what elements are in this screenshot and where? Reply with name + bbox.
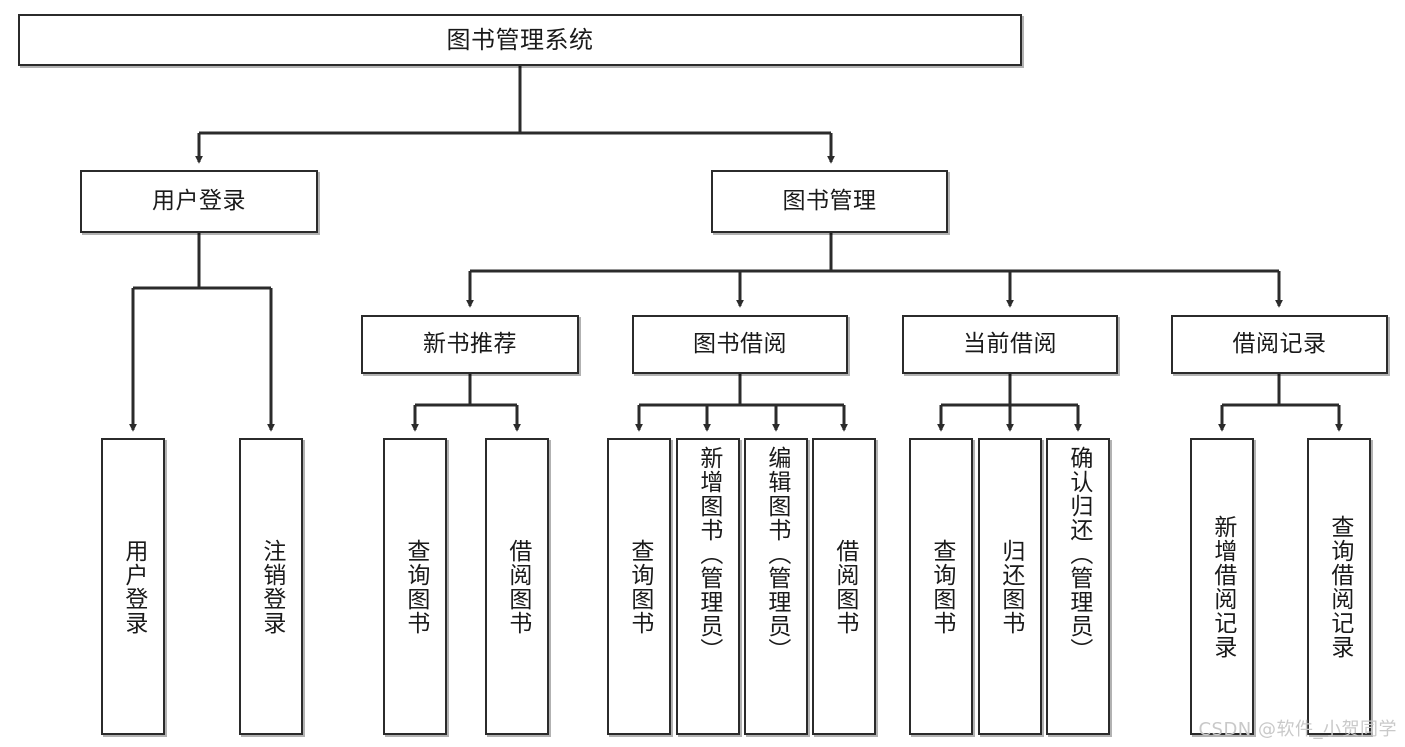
node-label: 当前借阅 <box>963 330 1057 357</box>
leaf-book-borrow-2[interactable]: 编辑图书（管理员） <box>744 438 808 735</box>
node-root-system[interactable]: 图书管理系统 <box>18 14 1022 66</box>
node-label: 新书推荐 <box>423 330 517 357</box>
leaf-borrow-record-1[interactable]: 查询借阅记录 <box>1307 438 1371 735</box>
node-label: 查询图书 <box>928 538 955 635</box>
node-label: 查询借阅记录 <box>1326 514 1353 659</box>
node-label: 编辑图书（管理员） <box>763 446 790 662</box>
leaf-new-book-recommend-1[interactable]: 借阅图书 <box>485 438 549 735</box>
leaf-new-book-recommend-0[interactable]: 查询图书 <box>383 438 447 735</box>
node-label: 查询图书 <box>402 538 429 635</box>
node-label: 图书借阅 <box>693 330 787 357</box>
watermark-credit: CSDN @软件_小贺同学 <box>1198 719 1397 740</box>
leaf-borrow-record-0[interactable]: 新增借阅记录 <box>1190 438 1254 735</box>
node-user-login[interactable]: 用户登录 <box>80 170 318 233</box>
node-label: 借阅图书 <box>504 538 531 635</box>
node-borrow-record[interactable]: 借阅记录 <box>1171 315 1388 374</box>
node-book-management[interactable]: 图书管理 <box>711 170 948 233</box>
node-label: 图书管理 <box>782 187 877 214</box>
node-label: 查询图书 <box>626 538 653 635</box>
node-label: 确认归还（管理员） <box>1065 446 1092 662</box>
leaf-book-borrow-3[interactable]: 借阅图书 <box>812 438 876 735</box>
node-current-borrow[interactable]: 当前借阅 <box>902 315 1118 374</box>
leaf-current-borrow-2[interactable]: 确认归还（管理员） <box>1046 438 1110 735</box>
leaf-user-login-1[interactable]: 注销登录 <box>239 438 303 735</box>
node-book-borrow[interactable]: 图书借阅 <box>632 315 848 374</box>
node-label: 归还图书 <box>997 538 1024 635</box>
node-label: 注销登录 <box>258 538 285 635</box>
node-label: 新增图书（管理员） <box>695 446 722 662</box>
node-label: 图书管理系统 <box>446 25 594 54</box>
node-label: 新增借阅记录 <box>1209 514 1236 659</box>
node-label: 借阅记录 <box>1232 330 1327 357</box>
leaf-current-borrow-0[interactable]: 查询图书 <box>909 438 973 735</box>
leaf-book-borrow-0[interactable]: 查询图书 <box>607 438 671 735</box>
leaf-current-borrow-1[interactable]: 归还图书 <box>978 438 1042 735</box>
node-new-book-recommend[interactable]: 新书推荐 <box>361 315 579 374</box>
node-label: 借阅图书 <box>831 538 858 635</box>
node-label: 用户登录 <box>120 538 147 635</box>
leaf-book-borrow-1[interactable]: 新增图书（管理员） <box>676 438 740 735</box>
leaf-user-login-0[interactable]: 用户登录 <box>101 438 165 735</box>
node-label: 用户登录 <box>152 187 246 214</box>
